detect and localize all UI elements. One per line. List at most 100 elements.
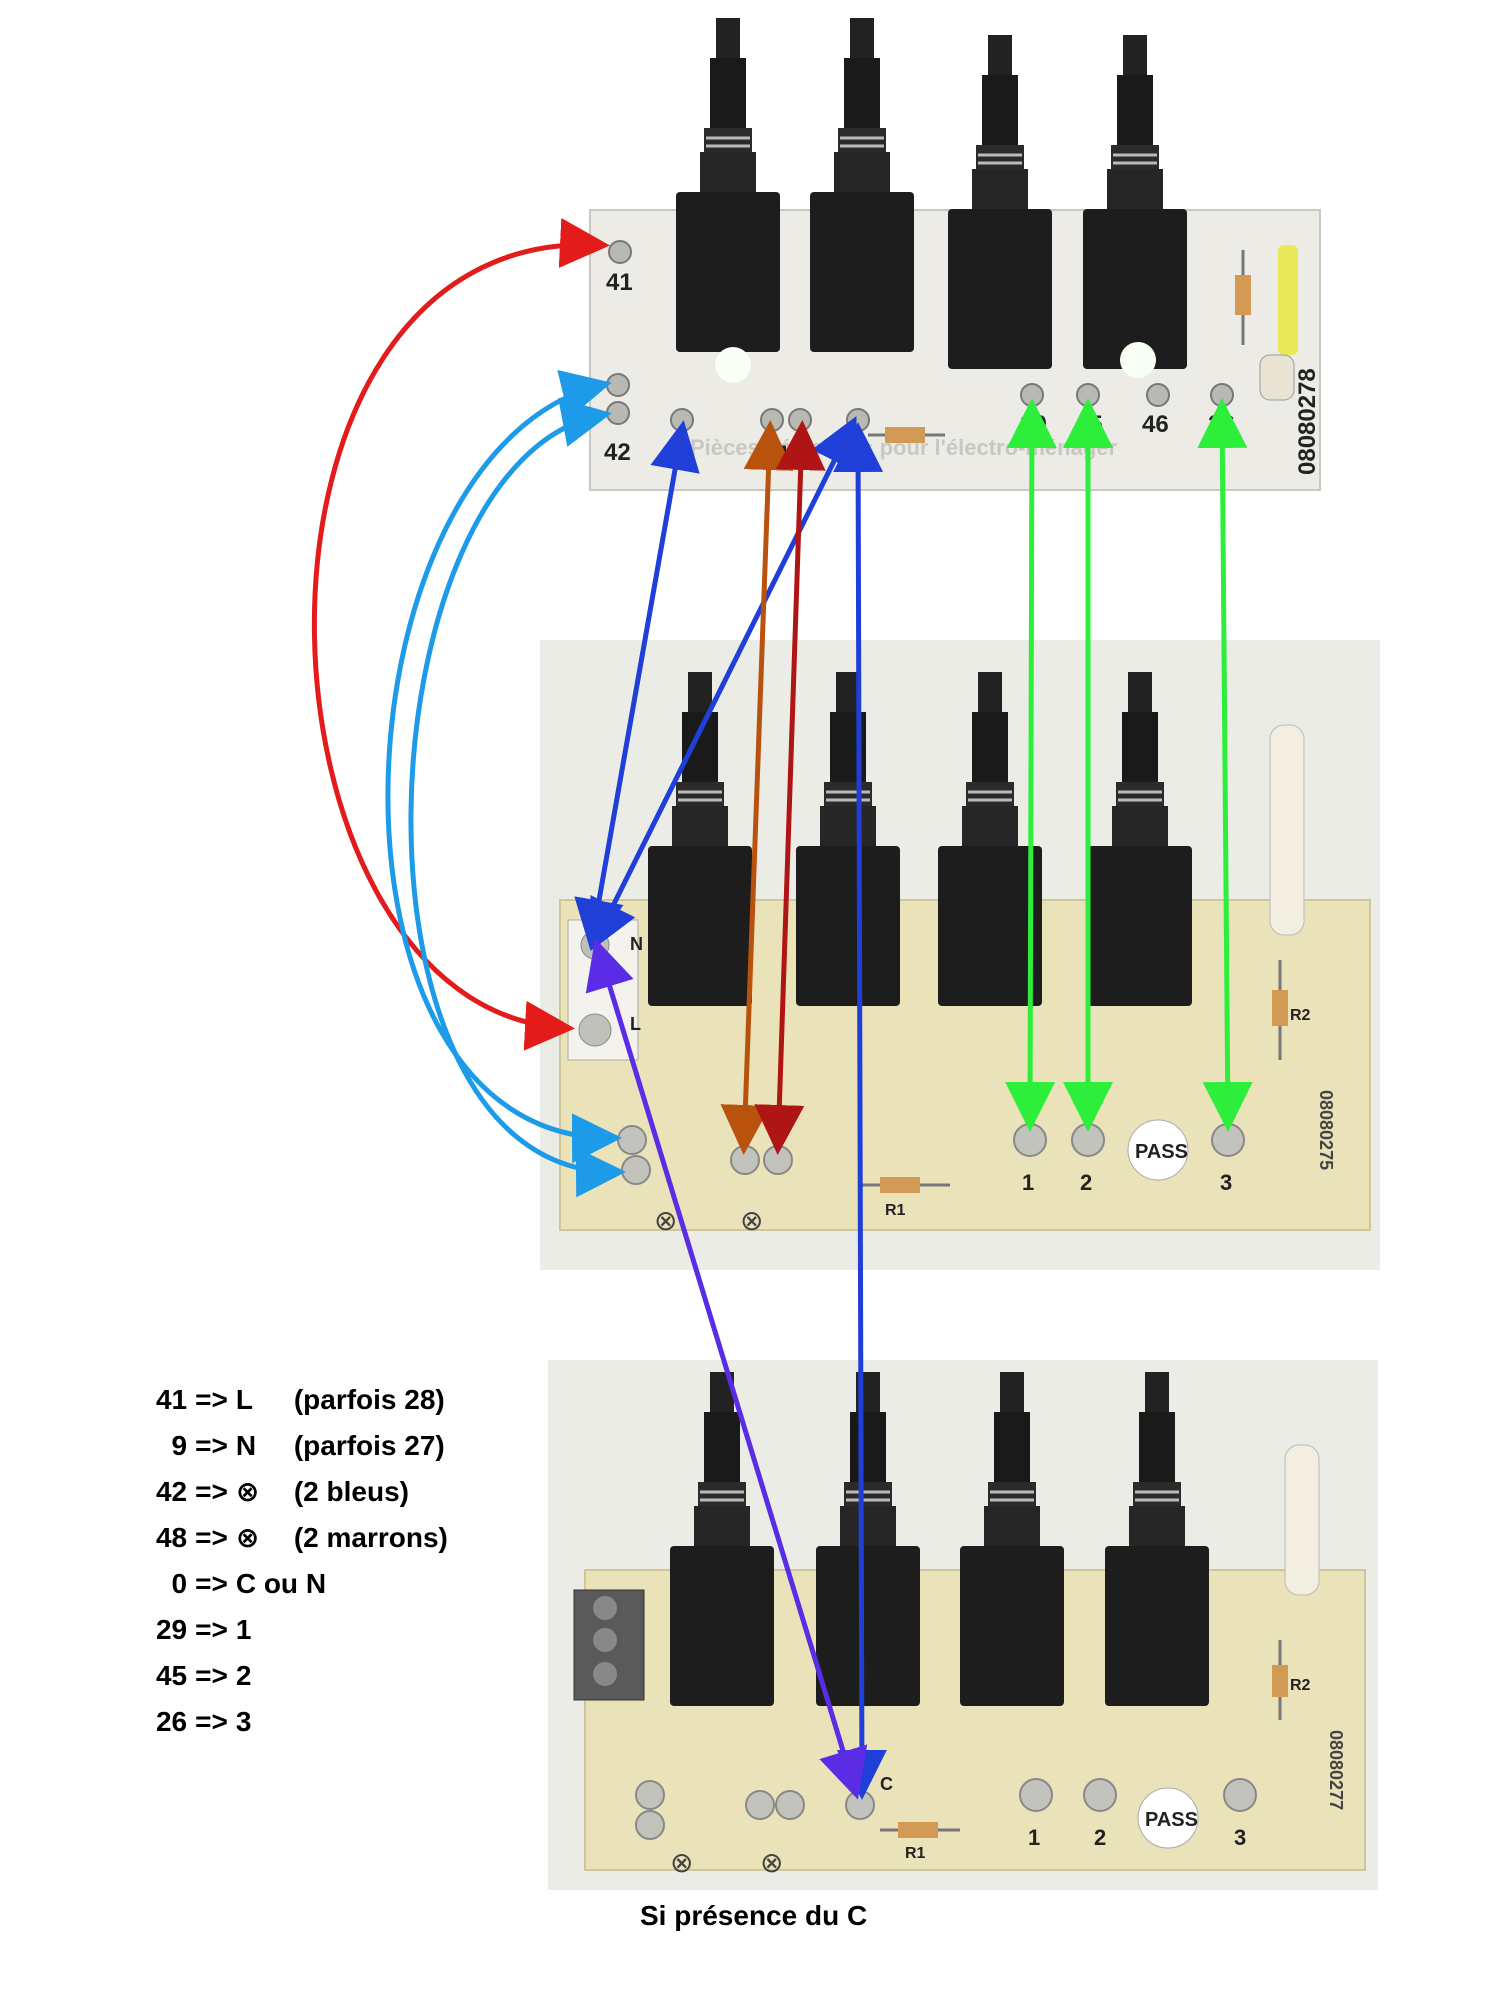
board-top-switch-1 bbox=[674, 16, 782, 354]
board-top-yellow-capacitor bbox=[1278, 245, 1298, 355]
board-top-pin-46 bbox=[1146, 383, 1170, 407]
legend-from: 42 bbox=[155, 1476, 188, 1507]
legend-row: 0=>C ou N bbox=[60, 1524, 344, 1599]
legend-arrow: => bbox=[195, 1522, 228, 1553]
legend-row: 9=>N(parfois 27) bbox=[60, 1386, 445, 1461]
wire-lightblue-42a bbox=[385, 370, 622, 1164]
wire-darkred-48b bbox=[754, 420, 826, 1155]
legend-note: (2 bleus) bbox=[293, 1476, 409, 1507]
board-middle-otimes-1: ⊗ bbox=[654, 1205, 677, 1236]
board-bottom: R2 R1 C 1 2 3 PASS ⊗ ⊗ 08080277 bbox=[548, 1360, 1378, 1890]
board-middle-pin-bleu-b bbox=[621, 1155, 651, 1185]
board-top-pin-45 bbox=[1076, 383, 1100, 407]
board-top-watermark: Pièces détachées pour l'électro-ménager bbox=[690, 435, 1118, 460]
legend-to: 2 bbox=[235, 1660, 252, 1691]
board-middle-pass-badge bbox=[1127, 1119, 1189, 1181]
board-bottom-pin-bleu-a bbox=[635, 1780, 665, 1810]
legend-from: 26 bbox=[155, 1706, 188, 1737]
board-middle-resistor-2 bbox=[1272, 960, 1288, 1060]
board-middle-label-2: 2 bbox=[1080, 1170, 1092, 1195]
legend-from: 45 bbox=[155, 1660, 188, 1691]
wire-lightblue-42b bbox=[408, 397, 626, 1198]
board-bottom-label-C: C bbox=[880, 1774, 893, 1794]
legend-arrow: => bbox=[195, 1430, 228, 1461]
board-top: Pièces détachées pour l'électro-ménager … bbox=[589, 16, 1321, 491]
board-top-pin-48a bbox=[760, 408, 784, 432]
board-top-switch-4 bbox=[1081, 33, 1189, 371]
board-bottom-pass-text: PASS bbox=[1145, 1809, 1198, 1831]
board-bottom-pin-marron-b bbox=[775, 1790, 805, 1820]
legend-from: 0 bbox=[171, 1568, 188, 1599]
wire-green-26-3 bbox=[1197, 398, 1253, 1132]
board-bottom-pin-bleu-b bbox=[635, 1810, 665, 1840]
board-middle-label-3: 3 bbox=[1220, 1170, 1232, 1195]
board-top-neon-lamp bbox=[1259, 354, 1295, 401]
board-middle-out-3 bbox=[1211, 1123, 1245, 1157]
board-bottom-serial: 08080277 bbox=[1326, 1730, 1346, 1810]
legend-note: (parfois 28) bbox=[293, 1384, 445, 1415]
board-top-led-1 bbox=[715, 347, 751, 383]
caption: Si présence du C bbox=[640, 1900, 868, 1931]
board-bottom-out-3 bbox=[1223, 1778, 1257, 1812]
wire-green-29-1 bbox=[1005, 398, 1057, 1132]
board-bottom-screw-2 bbox=[593, 1628, 617, 1652]
board-bottom-label-1: 1 bbox=[1028, 1825, 1040, 1850]
legend-arrow: => bbox=[195, 1476, 228, 1507]
legend-to: N bbox=[235, 1430, 257, 1461]
board-top-pin-42b bbox=[606, 401, 630, 425]
board-top-label-41: 41 bbox=[606, 269, 633, 296]
board-middle-out-2 bbox=[1071, 1123, 1105, 1157]
board-middle-out-1 bbox=[1013, 1123, 1047, 1157]
board-top-pin-48b bbox=[788, 408, 812, 432]
board-top-switch-3 bbox=[946, 33, 1054, 371]
legend-to: 1 bbox=[235, 1614, 252, 1645]
board-bottom-otimes-2: ⊗ bbox=[760, 1847, 783, 1878]
legend-from: 29 bbox=[155, 1614, 188, 1645]
board-bottom-label-R2: R2 bbox=[1290, 1677, 1311, 1694]
board-top-serial: 08080278 bbox=[1294, 368, 1321, 475]
board-middle-neon-lamp bbox=[1269, 724, 1305, 936]
board-bottom-pass-badge bbox=[1137, 1787, 1199, 1849]
board-middle-otimes-2: ⊗ bbox=[740, 1205, 763, 1236]
board-middle-pin-marron-a bbox=[730, 1145, 760, 1175]
board-bottom-otimes-1: ⊗ bbox=[670, 1847, 693, 1878]
board-bottom-pin-C bbox=[845, 1790, 875, 1820]
wire-red-41-L bbox=[312, 218, 610, 1051]
legend-row: 26=>3 bbox=[60, 1662, 294, 1737]
legend-from: 41 bbox=[155, 1384, 188, 1415]
board-top-label-48: 48 bbox=[775, 441, 802, 468]
board-bottom-screw-1 bbox=[593, 1596, 617, 1620]
legend-row: 45=>2 bbox=[60, 1616, 294, 1691]
board-middle-label-R1: R1 bbox=[885, 1202, 906, 1219]
board-top-switch-2 bbox=[808, 16, 916, 354]
legend-to: 3 bbox=[235, 1706, 252, 1737]
board-top-pin-9 bbox=[670, 408, 694, 432]
legend-arrow: => bbox=[195, 1660, 228, 1691]
wire-violet-N-C bbox=[585, 938, 868, 1800]
board-bottom-label-3: 3 bbox=[1234, 1825, 1246, 1850]
legend-arrow: => bbox=[195, 1384, 228, 1415]
wires bbox=[312, 218, 1253, 1800]
board-middle-pin-marron-b bbox=[763, 1145, 793, 1175]
board-bottom-out-1 bbox=[1019, 1778, 1053, 1812]
legend-row: 41=>L(parfois 28) bbox=[60, 1340, 445, 1415]
board-bottom-resistor-2 bbox=[1272, 1640, 1288, 1720]
board-bottom-label-R1: R1 bbox=[905, 1845, 926, 1862]
legend-row: 48=>⊗(2 marrons) bbox=[60, 1478, 448, 1553]
board-middle-label-R2: R2 bbox=[1290, 1007, 1311, 1024]
legend-arrow: => bbox=[195, 1568, 228, 1599]
legend-row: 42=>⊗(2 bleus) bbox=[60, 1432, 409, 1507]
board-top-pin-41 bbox=[608, 240, 632, 264]
board-top-pin-42a bbox=[606, 373, 630, 397]
legend-row: 29=>1 bbox=[60, 1570, 294, 1645]
board-middle-pass-text: PASS bbox=[1135, 1141, 1188, 1163]
board-bottom-label-2: 2 bbox=[1094, 1825, 1106, 1850]
board-bottom-pin-marron-a bbox=[745, 1790, 775, 1820]
board-bottom-out-2 bbox=[1083, 1778, 1117, 1812]
board-top-resistor bbox=[1235, 250, 1251, 345]
board-top-label-42: 42 bbox=[604, 439, 631, 466]
legend-to: ⊗ bbox=[235, 1522, 260, 1553]
board-middle-serial: 08080275 bbox=[1316, 1090, 1336, 1170]
legend-note: (2 marrons) bbox=[293, 1522, 448, 1553]
